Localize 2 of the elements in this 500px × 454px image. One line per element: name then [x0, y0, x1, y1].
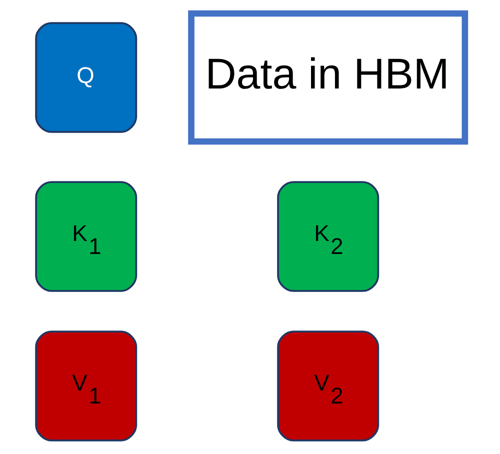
node-box: Data in HBM — [188, 10, 468, 145]
node-box: Q — [34, 22, 137, 133]
